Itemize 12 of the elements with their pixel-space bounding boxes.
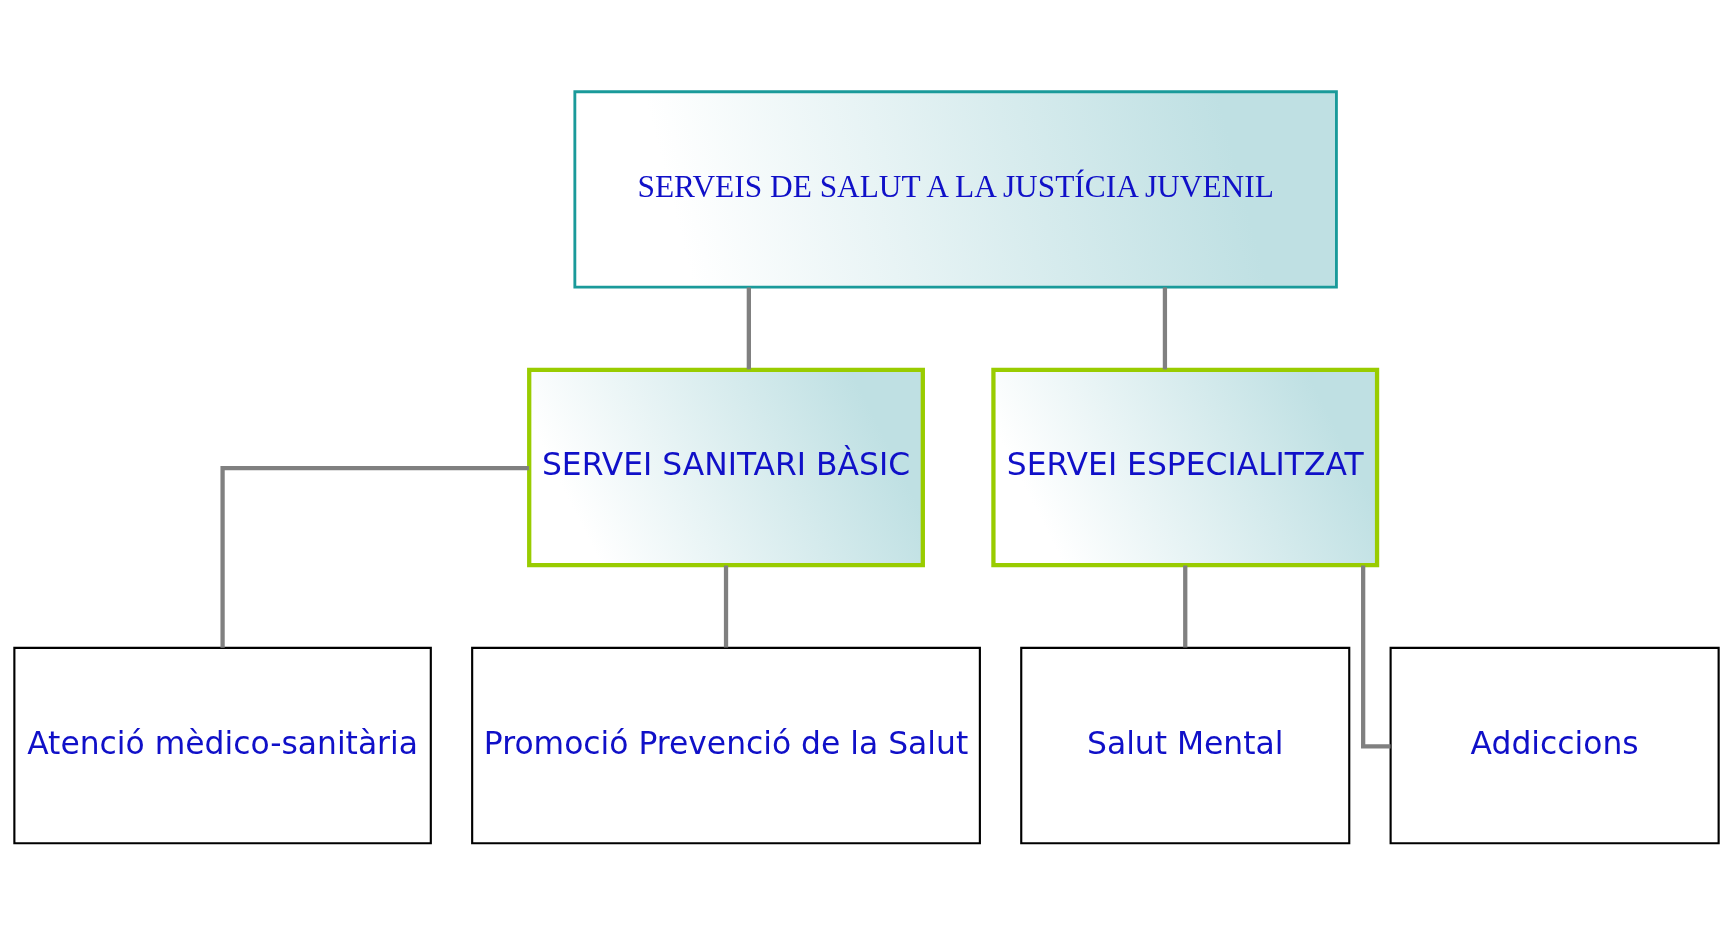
node-box: Atenció mèdico-sanitària <box>13 646 432 844</box>
connector <box>723 565 729 647</box>
node-box: Promoció Prevenció de la Salut <box>471 646 981 844</box>
node-box: SERVEI SANITARI BÀSIC <box>527 367 925 567</box>
node-box: SERVEI ESPECIALITZAT <box>991 367 1380 567</box>
node-box: Salut Mental <box>1020 646 1351 844</box>
connector <box>1162 286 1168 369</box>
connector <box>746 286 751 369</box>
connector <box>1183 565 1188 647</box>
node-box: SERVEIS DE SALUT A LA JUSTÍCIA JUVENIL <box>573 89 1338 288</box>
connector <box>220 465 529 648</box>
node-box: Addiccions <box>1389 646 1720 844</box>
